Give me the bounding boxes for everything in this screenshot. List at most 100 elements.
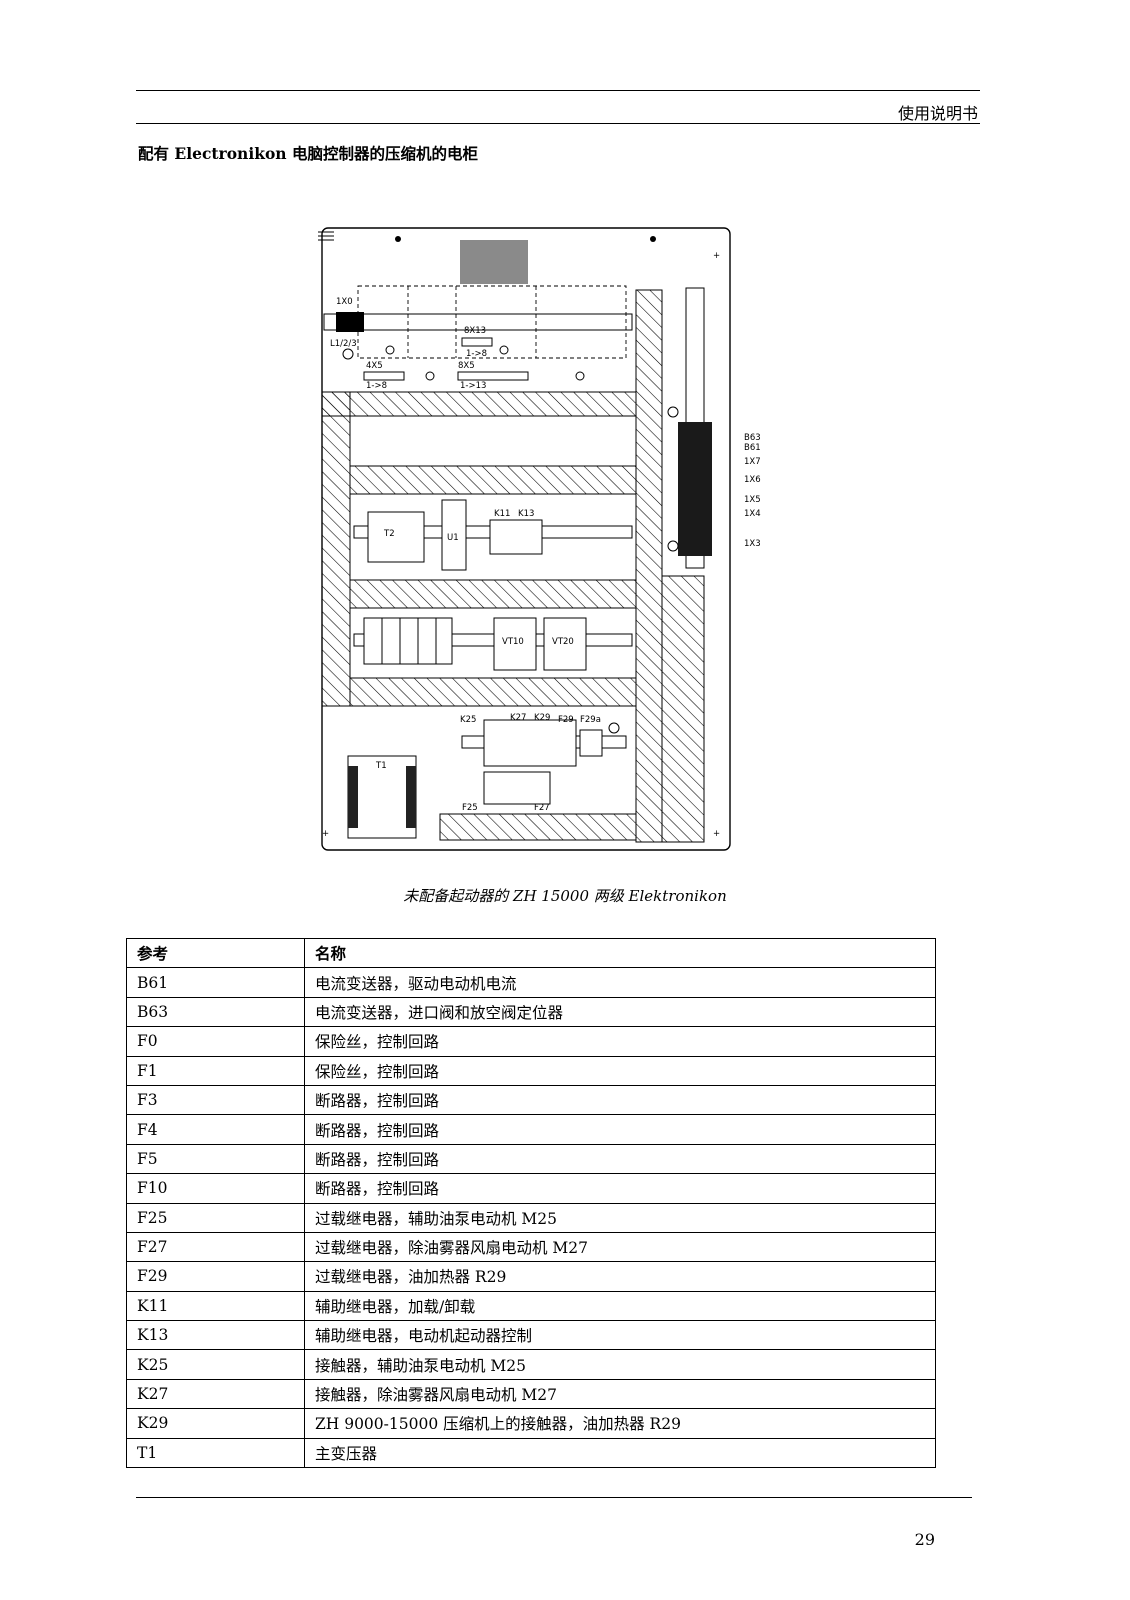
ref-cell: F3 <box>126 1084 305 1116</box>
svg-text:K27: K27 <box>510 713 526 723</box>
ref-cell: T1 <box>126 1437 305 1469</box>
name-cell: 过载继电器，辅助油泵电动机 M25 <box>304 1202 936 1233</box>
footer-rule <box>136 1497 972 1498</box>
page-number: 29 <box>914 1530 935 1549</box>
svg-text:1X7: 1X7 <box>744 457 761 467</box>
ref-cell: F29 <box>126 1261 305 1292</box>
name-cell: 断路器，控制回路 <box>304 1084 936 1116</box>
svg-text:F29: F29 <box>558 715 574 725</box>
unit-u1 <box>441 499 467 571</box>
name-cell: 电流变送器，进口阀和放空阀定位器 <box>304 996 936 1028</box>
ref-cell: F25 <box>126 1202 305 1233</box>
svg-text:T2: T2 <box>383 529 395 539</box>
ref-cell: K29 <box>126 1408 305 1439</box>
svg-text:1X3: 1X3 <box>744 539 761 549</box>
svg-text:K29: K29 <box>534 713 550 723</box>
cable-duct <box>439 813 637 841</box>
svg-text:VT10: VT10 <box>502 637 524 647</box>
ref-cell: F10 <box>126 1173 305 1204</box>
svg-text:1->8: 1->8 <box>366 381 387 391</box>
name-cell: 保险丝，控制回路 <box>304 1026 936 1057</box>
electrical-cabinet-diagram: + + + 1X0 L1/2/3 8X13 1->8 4X5 1->8 8X5 … <box>318 227 761 851</box>
gray-panel <box>460 240 528 284</box>
svg-text:1->8: 1->8 <box>466 349 487 359</box>
breaker-group <box>363 617 453 665</box>
table-header-row: 参考 名称 <box>126 937 936 969</box>
document-header-label: 使用说明书 <box>897 104 978 123</box>
section-title: 配有 Electronikon 电脑控制器的压缩机的电柜 <box>138 144 478 163</box>
top-din-rail <box>323 313 633 331</box>
svg-text:B61: B61 <box>744 443 761 453</box>
name-cell: 断路器，控制回路 <box>304 1173 936 1204</box>
ref-cell: F4 <box>126 1114 305 1145</box>
svg-text:F25: F25 <box>462 803 478 813</box>
name-cell: 接触器，辅助油泵电动机 M25 <box>304 1349 936 1380</box>
svg-text:T1: T1 <box>375 761 387 771</box>
header-ref: 参考 <box>126 937 305 969</box>
svg-text:1X0: 1X0 <box>336 297 353 307</box>
svg-text:8X13: 8X13 <box>464 326 486 336</box>
svg-text:1X4: 1X4 <box>744 509 761 519</box>
ref-cell: F27 <box>126 1231 305 1263</box>
svg-text:K25: K25 <box>460 715 476 725</box>
name-cell: 过载继电器，油加热器 R29 <box>304 1261 936 1292</box>
vt10 <box>493 617 537 671</box>
header-name: 名称 <box>304 937 936 969</box>
svg-text:U1: U1 <box>447 533 459 543</box>
svg-text:VT20: VT20 <box>552 637 574 647</box>
ref-cell: K25 <box>126 1349 305 1380</box>
name-cell: 主变压器 <box>304 1437 936 1469</box>
ref-cell: B63 <box>126 996 305 1028</box>
ref-cell: K13 <box>126 1320 305 1351</box>
header-rule-top <box>136 90 980 91</box>
ref-cell: K27 <box>126 1378 305 1410</box>
ref-cell: F5 <box>126 1143 305 1175</box>
cable-duct <box>349 465 637 495</box>
name-cell: 辅助继电器，电动机起动器控制 <box>304 1320 936 1351</box>
svg-text:F29a: F29a <box>580 715 601 725</box>
contactors-k25-k29 <box>483 719 577 767</box>
cable-duct <box>661 575 705 843</box>
name-cell: 接触器，除油雾器风扇电动机 M27 <box>304 1378 936 1410</box>
svg-text:K11: K11 <box>494 509 510 519</box>
cable-duct <box>349 677 637 707</box>
name-cell: 辅助继电器，加载/卸载 <box>304 1290 936 1322</box>
cable-duct <box>321 391 351 707</box>
ref-cell: B61 <box>126 967 305 998</box>
svg-text:1X5: 1X5 <box>744 495 761 505</box>
ref-cell: K11 <box>126 1290 305 1322</box>
svg-text:1->13: 1->13 <box>460 381 486 391</box>
relays-k11-k13 <box>489 519 543 555</box>
figure-caption: 未配备起动器的 ZH 15000 两级 Elektronikon <box>403 887 727 905</box>
name-cell: 断路器，控制回路 <box>304 1114 936 1145</box>
svg-text:B63: B63 <box>744 433 761 443</box>
ref-cell: F0 <box>126 1026 305 1057</box>
svg-text:+: + <box>713 251 720 261</box>
svg-text:8X5: 8X5 <box>458 361 475 371</box>
cable-duct <box>349 579 637 609</box>
svg-text:L1/2/3: L1/2/3 <box>330 339 357 349</box>
svg-text:1X6: 1X6 <box>744 475 761 485</box>
header-rule-bottom <box>136 123 980 124</box>
cable-duct <box>321 391 637 417</box>
transformer-t2 <box>367 511 425 563</box>
svg-text:4X5: 4X5 <box>366 361 383 371</box>
vt20 <box>543 617 587 671</box>
overload-relays-f25-f27 <box>483 771 551 805</box>
